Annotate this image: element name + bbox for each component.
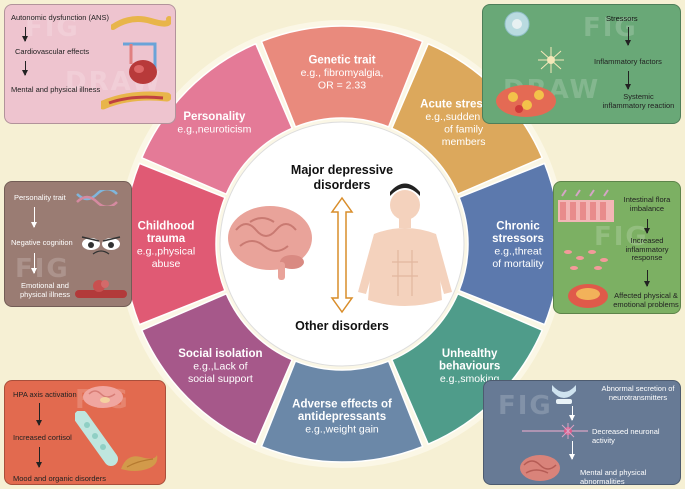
neck <box>399 218 411 228</box>
neuro-step-2: Decreased neuronal activity <box>592 427 660 445</box>
inflammation-pathway-box: FIG DRAW Stressors Inflammatory factors … <box>482 4 681 124</box>
gut-step-1: Intestinal flora imbalance <box>623 195 671 213</box>
blood-vessel-icon <box>101 91 171 110</box>
ans-pathway-box: FIG DRAW Autonomic dysfunction (ANS) Car… <box>4 4 176 124</box>
down-arrow-icon <box>569 406 575 421</box>
gut-step-3: Affected physical & emotional problems <box>613 291 679 309</box>
segment-title-8: Personality <box>183 111 246 123</box>
inflamed-tissue-icon <box>496 85 556 117</box>
ans-step-2: Cardiovascular effects <box>15 47 90 56</box>
brain-stem <box>278 262 285 280</box>
segment-title-4: behaviours <box>439 361 500 373</box>
down-arrow-icon <box>569 441 575 460</box>
immune-cells-icon <box>538 47 564 73</box>
neurotransmitter-pathway-box: FIG Abnormal secretion of neurotransmitt… <box>483 380 681 485</box>
down-arrow-icon <box>644 270 650 287</box>
abs-lines <box>392 250 418 296</box>
brain-icon <box>83 386 123 408</box>
down-arrow-icon <box>22 27 28 42</box>
center-bottom-title: Other disorders <box>295 319 389 333</box>
gut-pathway-box: FIG Intestinal flora imbalance Increased… <box>553 181 681 314</box>
stomach-icon <box>568 284 608 308</box>
hpa-step-3: Mood and organic disorders <box>13 474 106 483</box>
segment-example-6: social support <box>188 373 253 385</box>
human-body-icon <box>390 190 420 220</box>
hpa-pathway-box: FIG HPA axis activation Increased cortis… <box>4 380 166 485</box>
virus-cell-icon <box>504 11 530 37</box>
down-arrow-icon <box>625 71 631 90</box>
segment-example-2: members <box>442 136 486 148</box>
segment-example-1: OR = 2.33 <box>318 80 366 92</box>
segment-1 <box>260 25 424 128</box>
segment-example-2: of family <box>444 124 484 136</box>
segment-title-3: stressors <box>492 233 544 245</box>
down-arrow-icon <box>36 447 42 468</box>
brain-icon <box>520 455 560 481</box>
pancreas-icon <box>121 455 158 471</box>
segment-title-5: Adverse effects of <box>292 399 392 411</box>
segment-title-7: Childhood <box>138 220 195 232</box>
segment-5 <box>260 360 424 463</box>
neuron-icon <box>522 423 588 439</box>
down-arrow-icon <box>22 61 28 76</box>
double-arrow-icon <box>330 196 354 314</box>
down-arrow-icon <box>31 207 37 228</box>
personality-pathway-box: FIG Personality trait Negative cognition… <box>4 181 132 307</box>
segment-title-6: Social isolation <box>178 348 262 360</box>
segment-4 <box>390 292 544 446</box>
segment-example-3: of mortality <box>492 258 544 270</box>
neuro-step-1: Abnormal secretion of neurotransmitters <box>601 384 675 402</box>
segment-example-6: e.g.,Lack of <box>193 361 247 373</box>
ans-step-1: Autonomic dysfunction (ANS) <box>11 13 109 22</box>
down-arrow-icon <box>644 219 650 234</box>
dna-icon <box>76 190 118 206</box>
down-arrow-icon <box>625 27 631 46</box>
gut-step-2: Increased inflammatory response <box>625 236 669 263</box>
segment-2 <box>390 42 544 196</box>
segment-title-4: Unhealthy <box>442 348 498 360</box>
segment-title-3: Chronic <box>496 220 540 232</box>
down-arrow-icon <box>36 403 42 426</box>
hpa-step-2: Increased cortisol <box>13 433 72 442</box>
heart-icon <box>123 42 157 84</box>
center-top-title: Major depressive <box>291 163 393 177</box>
bone-icon <box>75 411 118 466</box>
segment-example-8: e.g.,neuroticism <box>177 124 251 136</box>
sad-eyes-icon <box>81 236 121 255</box>
segment-example-1: e.g., fibromyalgia, <box>301 67 384 79</box>
artery-plaque-icon <box>75 280 127 298</box>
blood-vessel-icon <box>111 16 171 30</box>
personality-step-1: Personality trait <box>14 193 66 202</box>
cerebellum <box>280 255 304 269</box>
segment-6 <box>140 292 294 446</box>
segment-example-7: abuse <box>152 258 181 270</box>
down-arrow-icon <box>31 253 37 274</box>
segment-title-1: Genetic trait <box>308 55 375 67</box>
segment-example-7: e.g.,physical <box>137 245 195 257</box>
center-top-title: disorders <box>314 178 371 192</box>
inflammation-step-3: Systemic inflammatory reaction <box>602 92 675 110</box>
right-arm <box>430 234 452 294</box>
synapse-icon <box>552 385 576 404</box>
inflammation-step-1: Stressors <box>606 14 638 23</box>
segment-title-7: trauma <box>147 233 186 245</box>
segment-example-5: e.g.,weight gain <box>305 424 379 436</box>
inflammation-step-2: Inflammatory factors <box>594 57 662 66</box>
left-arm <box>358 234 380 294</box>
segment-title-5: antidepressants <box>298 411 386 423</box>
hair <box>390 183 420 196</box>
neuro-step-3: Mental and physical abnormalities <box>580 468 647 485</box>
intestine-icon <box>558 189 614 222</box>
personality-step-3: Emotional and physical illness <box>19 281 71 299</box>
hpa-step-1: HPA axis activation <box>13 390 77 399</box>
brain-icon <box>228 206 312 270</box>
personality-step-2: Negative cognition <box>11 238 73 247</box>
segment-example-3: e.g.,threat <box>494 245 541 257</box>
brain-folds <box>235 217 297 252</box>
torso <box>368 228 442 306</box>
ans-step-3: Mental and physical illness <box>11 85 101 94</box>
bacteria-icon <box>564 250 608 270</box>
